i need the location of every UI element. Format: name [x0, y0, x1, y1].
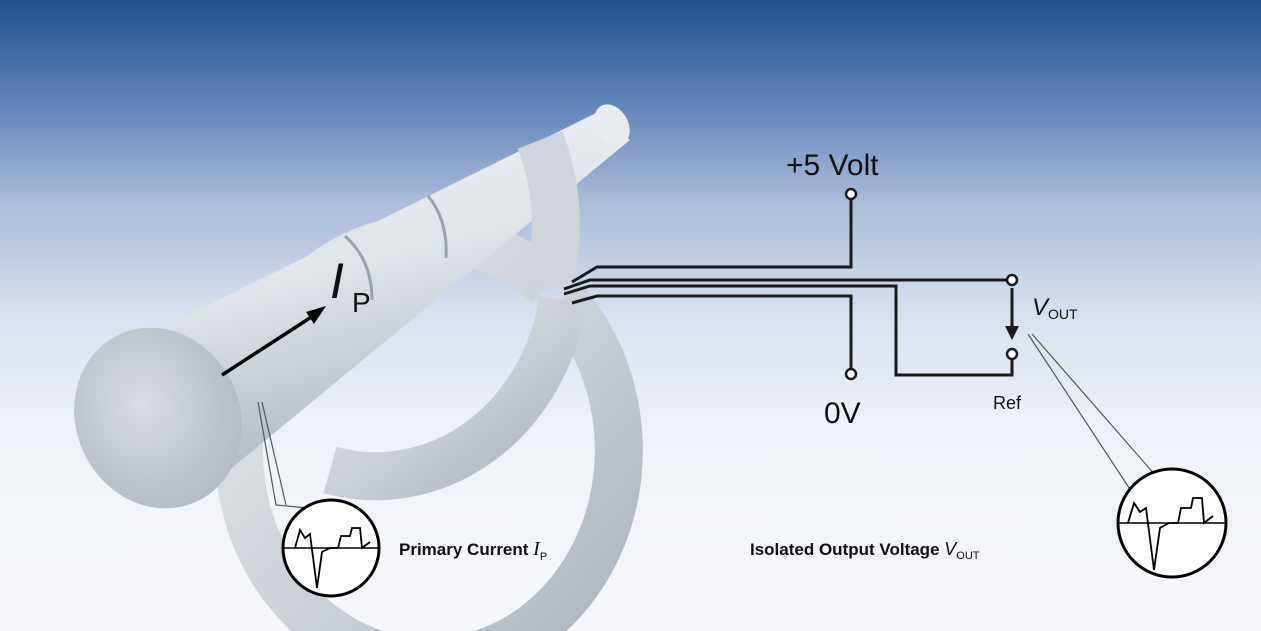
- conductor-end-cap: [74, 327, 242, 509]
- circuit-wiring: [563, 200, 1014, 377]
- primary-current-caption: Primary Current IP: [399, 538, 547, 563]
- terminals: [844, 187, 1019, 381]
- vout-arrow: [1005, 326, 1019, 340]
- ref-terminal: [1005, 347, 1019, 361]
- output-voltage-waveform-icon: [1116, 467, 1228, 579]
- primary-current-waveform-icon: [281, 498, 381, 598]
- ip-symbol: I: [330, 253, 344, 309]
- toroid-core-front: [323, 131, 587, 501]
- ground-terminal: [844, 367, 858, 381]
- ip-subscript: P: [352, 287, 371, 318]
- ref-label: Ref: [993, 393, 1022, 413]
- supply-label: +5 Volt: [786, 149, 879, 182]
- current-direction-arrow: [221, 306, 326, 377]
- supply-terminal: [844, 187, 858, 201]
- output-voltage-caption: Isolated Output Voltage VOUT: [750, 539, 980, 562]
- vout-symbol: VOUT: [1032, 294, 1078, 322]
- vout-terminal: [1005, 273, 1019, 287]
- ground-label: 0V: [824, 397, 861, 430]
- primary-conductor: [74, 104, 630, 509]
